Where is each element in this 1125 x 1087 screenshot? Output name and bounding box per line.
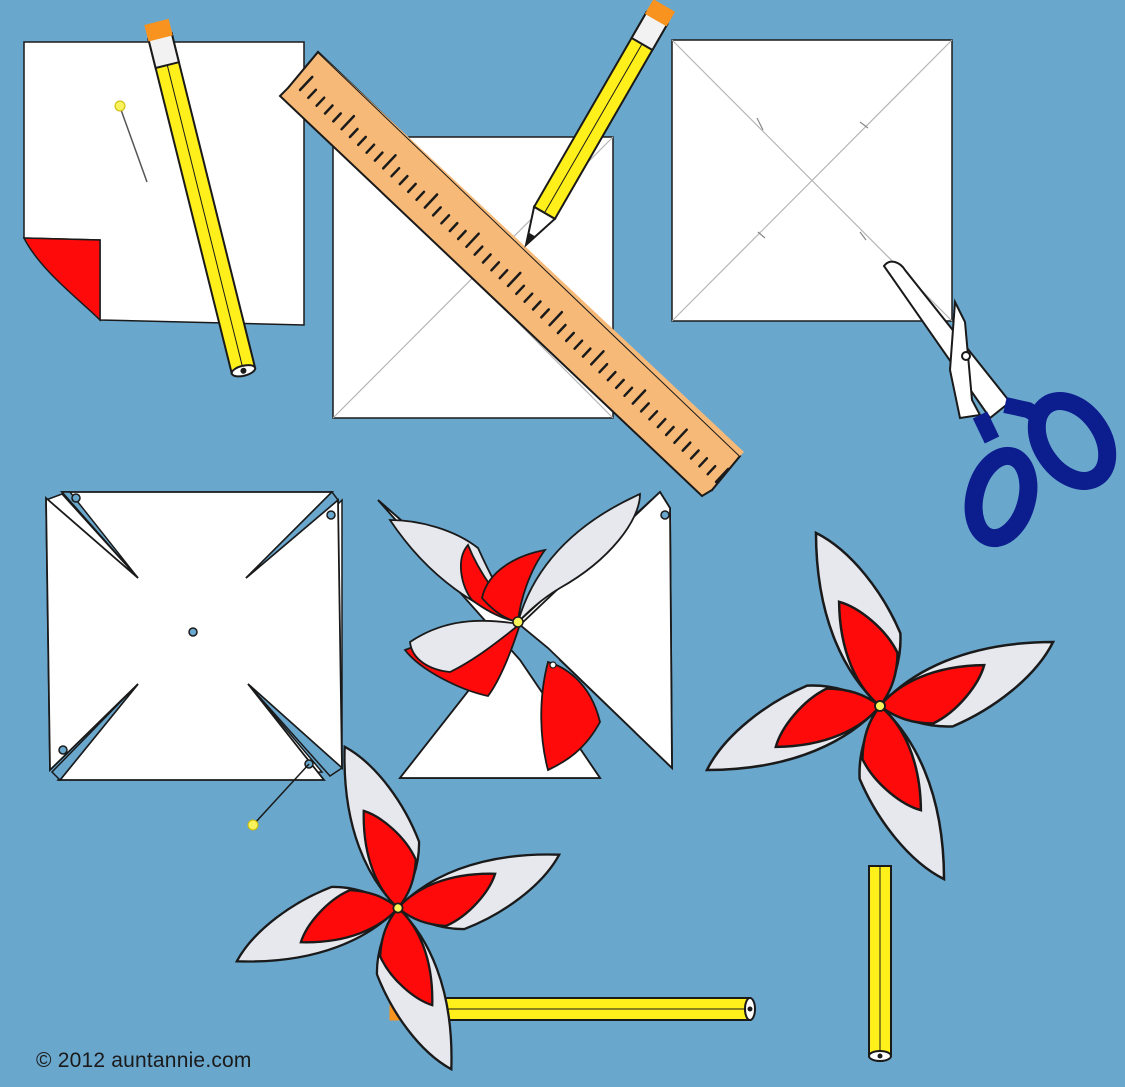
pin-head-2 [248,820,258,830]
step-cut-with-scissors [672,40,1122,544]
pinwheel-small [225,735,571,1081]
paper-red-corner [24,238,100,320]
copyright-credit: © 2012 auntannie.com [36,1049,252,1073]
step-fold-corners [378,492,672,778]
step-finished-pinwheel [696,522,1063,1061]
pin-head [115,101,125,111]
step-cut-square [46,492,342,830]
pencil-3 [869,866,891,1061]
scissors [884,262,1122,545]
step-pinwheel-on-pencil-end [225,735,755,1081]
pinwheel-large [696,522,1063,889]
step-paper-with-red-back [24,20,304,379]
